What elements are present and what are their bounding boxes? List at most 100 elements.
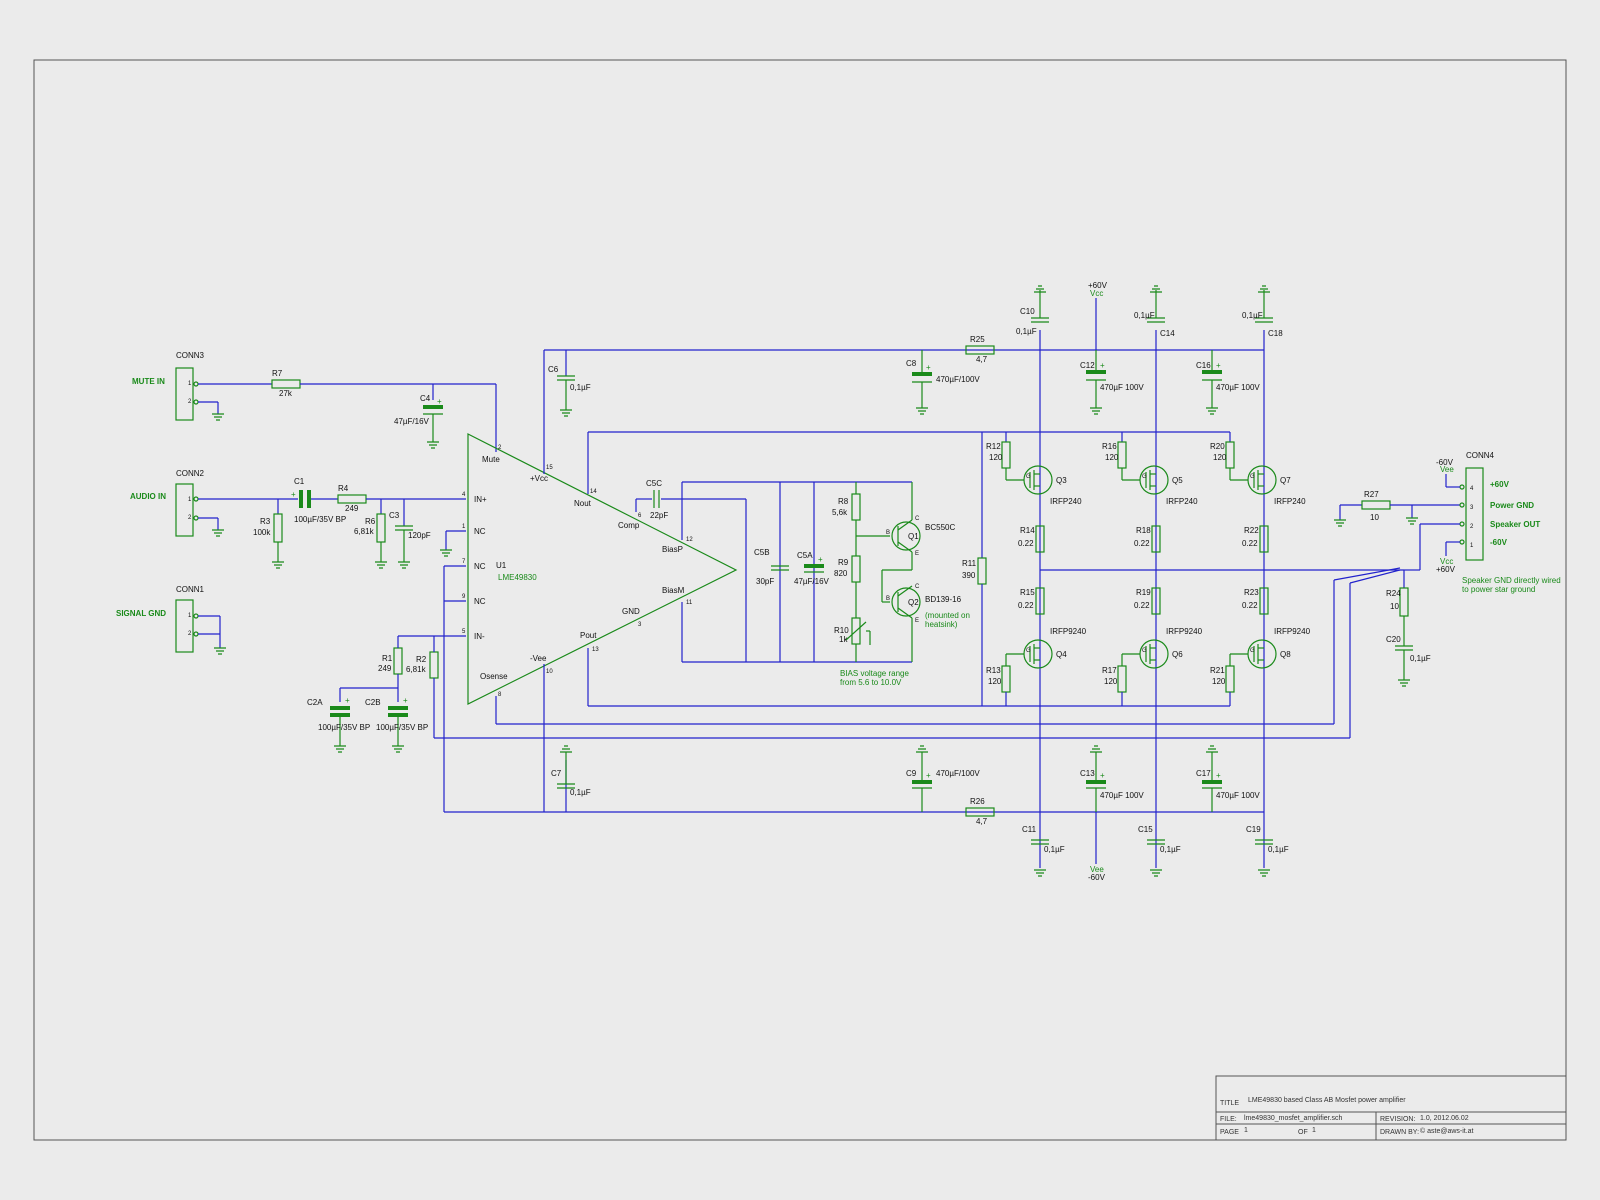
c5c: C5C 22pF: [646, 479, 668, 520]
c11-val: 0,1µF: [1044, 845, 1065, 854]
q2-ref: Q2: [908, 598, 919, 607]
c8-val: 470µF/100V: [936, 375, 980, 384]
c13-val: 470µF 100V: [1100, 791, 1144, 800]
q2-note1: (mounted on: [925, 611, 970, 620]
r13-ref: R13: [986, 666, 1001, 675]
r24-val: 10: [1390, 602, 1399, 611]
r1: [393, 647, 403, 675]
r11: [977, 557, 987, 585]
svg-text:2: 2: [188, 515, 192, 521]
r4-val: 249: [345, 504, 359, 513]
r3: [273, 513, 283, 543]
pinno-nc7: 7: [462, 559, 466, 565]
r27-ref: R27: [1364, 490, 1379, 499]
pin-vcc: +Vcc: [530, 474, 548, 483]
r14-ref: R14: [1020, 526, 1035, 535]
c18-ref: C18: [1268, 329, 1283, 338]
r25: [965, 345, 995, 355]
r12-val: 120: [989, 453, 1003, 462]
r2-ref: R2: [416, 655, 427, 664]
conn2-ref: CONN2: [176, 469, 205, 478]
q8: G Q8 IRFP9240: [1247, 627, 1311, 669]
c2b-val: 100µF/35V BP: [376, 723, 428, 732]
q4-ref: Q4: [1056, 650, 1067, 659]
r8-ref: R8: [838, 497, 849, 506]
conn3-ref: CONN3: [176, 351, 205, 360]
tb-title-label: TITLE: [1220, 1100, 1239, 1107]
r25-val: 4,7: [976, 355, 988, 364]
svg-text:G: G: [1250, 648, 1255, 654]
c10-ref: C10: [1020, 307, 1035, 316]
pinno-inp: 4: [462, 492, 466, 498]
r3-val: 100k: [253, 528, 271, 537]
pinno-nc9: 9: [462, 594, 466, 600]
r1-ref: R1: [382, 654, 393, 663]
r19-val: 0.22: [1134, 601, 1150, 610]
u1-ref: U1: [496, 561, 507, 570]
svg-text:B: B: [886, 596, 890, 602]
u1-part: LME49830: [498, 573, 537, 582]
r22-ref: R22: [1244, 526, 1259, 535]
c8: + C8 470µF/100V: [906, 350, 980, 415]
q6-ref: Q6: [1172, 650, 1183, 659]
pinno-gnd: 3: [638, 622, 642, 628]
c9: + C9 470µF/100V: [906, 745, 980, 812]
r18-ref: R18: [1136, 526, 1151, 535]
c17-ref: C17: [1196, 769, 1211, 778]
pin-pout: Pout: [580, 631, 597, 640]
r2-val: 6,81k: [406, 665, 427, 674]
pinno-osense: 8: [498, 692, 502, 698]
tb-title: LME49830 based Class AB Mosfet power amp…: [1248, 1097, 1406, 1104]
q2: CBE Q2 BD139-16 (mounted on heatsink): [886, 584, 970, 662]
svg-text:+: +: [818, 555, 823, 564]
r19-ref: R19: [1136, 588, 1151, 597]
output-column-3: C18 0,1µF R20 120 G Q7 IRFP240 R22 0.22 …: [1210, 285, 1311, 877]
c13-ref: C13: [1080, 769, 1095, 778]
r6: [376, 513, 386, 543]
pin-nc7: NC: [474, 562, 486, 571]
tb-file: lme49830_mosfet_amplifier.sch: [1244, 1115, 1343, 1122]
r24: [1399, 587, 1409, 617]
q1-part: BC550C: [925, 523, 955, 532]
r11-ref: R11: [962, 559, 977, 568]
c4-val: 47µF/16V: [394, 417, 430, 426]
r26-ref: R26: [970, 797, 985, 806]
conn4-note-2: to power star ground: [1462, 585, 1535, 594]
c9-ref: C9: [906, 769, 917, 778]
r12: [1001, 441, 1011, 469]
r20-val: 120: [1213, 453, 1227, 462]
conn4-pin3: Power GND: [1490, 501, 1534, 510]
svg-text:E: E: [915, 618, 919, 624]
audio-in-label: AUDIO IN: [130, 492, 166, 501]
r9: [851, 555, 861, 583]
c4: + C4 47µF/16V: [394, 394, 443, 449]
svg-text:G: G: [1250, 474, 1255, 480]
c20-ref: C20: [1386, 635, 1401, 644]
pin-nc1: NC: [474, 527, 486, 536]
vee-bot-label: -60V: [1088, 873, 1106, 882]
c5c-val: 22pF: [650, 511, 668, 520]
r17-ref: R17: [1102, 666, 1117, 675]
c6-ref: C6: [548, 365, 559, 374]
q1: CBE Q1 BC550C: [886, 482, 955, 570]
svg-text:2: 2: [1470, 524, 1474, 530]
q4-part: IRFP9240: [1050, 627, 1087, 636]
r13-val: 120: [988, 677, 1002, 686]
r25-ref: R25: [970, 335, 985, 344]
pin-mute: Mute: [482, 455, 500, 464]
output-column-2: C14 0,1µF R16 120 G Q5 IRFP240 R18 0.22 …: [1102, 285, 1203, 877]
r16-val: 120: [1105, 453, 1119, 462]
tb-drawn: © aste@aws-it.at: [1420, 1127, 1474, 1135]
svg-text:E: E: [915, 551, 919, 557]
conn4-vee-tag: Vee: [1440, 465, 1454, 474]
svg-text:+: +: [1216, 361, 1221, 370]
c10-val: 0,1µF: [1016, 327, 1037, 336]
signal-gnd-label: SIGNAL GND: [116, 609, 166, 618]
c6: C6 0,1µF: [548, 365, 591, 417]
r10-val: 1k: [839, 635, 848, 644]
conn4-pin2: Speaker OUT: [1490, 520, 1540, 529]
pinno-biasp: 12: [686, 537, 693, 543]
tb-rev: 1.0, 2012.06.02: [1420, 1115, 1469, 1122]
conn4-vcc-label: +60V: [1436, 565, 1456, 574]
